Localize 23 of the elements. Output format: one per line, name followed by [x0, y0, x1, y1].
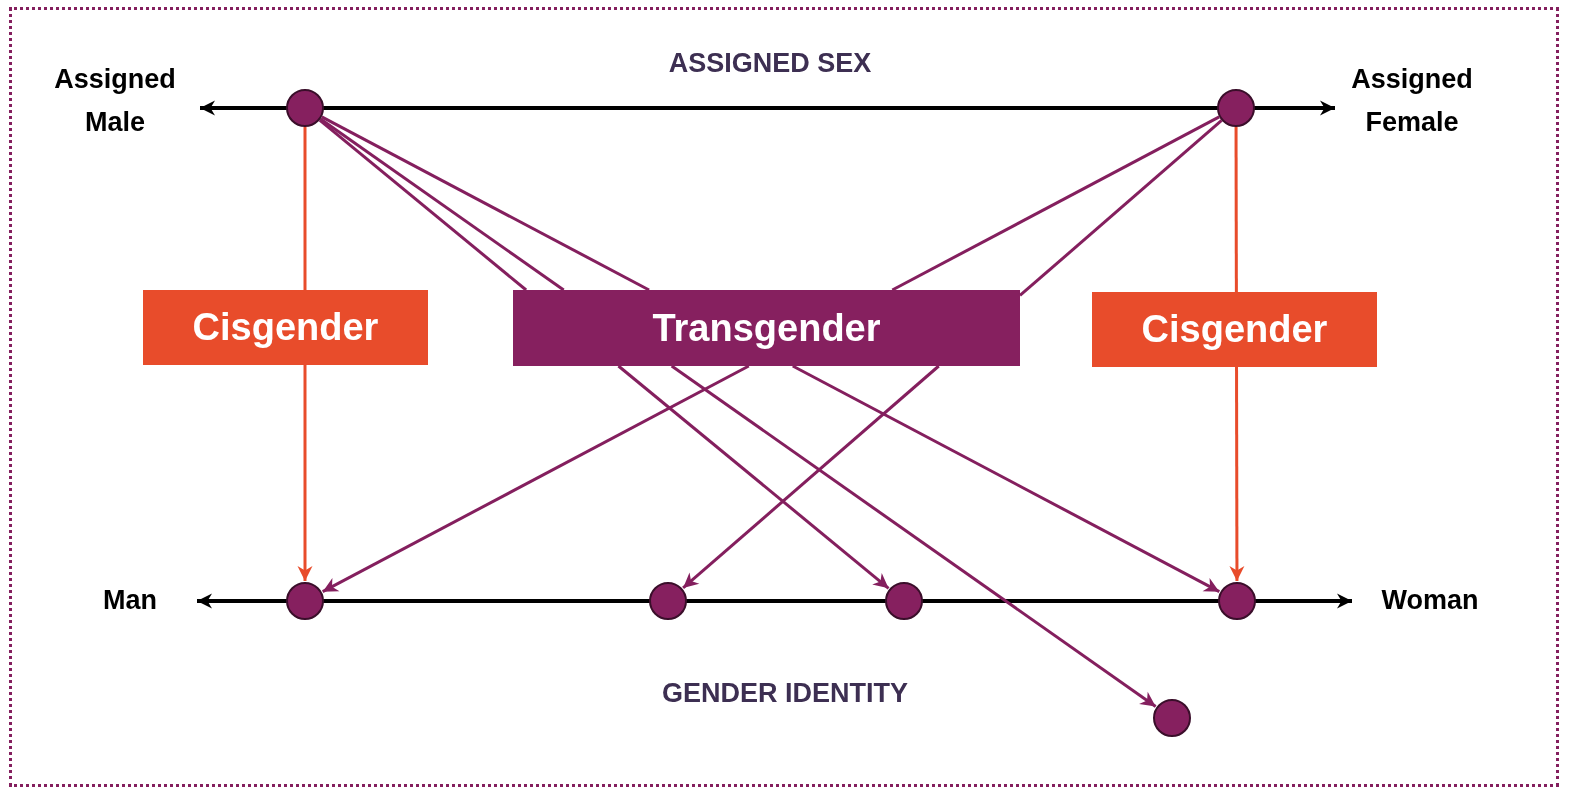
point-dot [286, 582, 324, 620]
axis-label: Assigned Male [53, 63, 177, 140]
point-dot [1153, 699, 1191, 737]
arrow [617, 364, 890, 590]
arrow [682, 364, 940, 590]
axis-label: Man [102, 584, 158, 617]
category-box: Cisgender [1092, 292, 1377, 367]
point-dot [1218, 582, 1256, 620]
axis-label: Woman [1380, 584, 1480, 617]
point-dot [1217, 89, 1255, 127]
arrow [792, 364, 1221, 593]
axis-label: Assigned Female [1350, 63, 1474, 140]
point-dot [649, 582, 687, 620]
category-box: Transgender [513, 290, 1020, 366]
arrow [297, 365, 313, 581]
arrow [1229, 367, 1245, 581]
arrow [670, 364, 1157, 708]
category-box: Cisgender [143, 290, 428, 365]
point-dot [885, 582, 923, 620]
point-dot [286, 89, 324, 127]
axis-title: ASSIGNED SEX [667, 47, 873, 80]
axis-title: GENDER IDENTITY [661, 677, 909, 710]
arrow [321, 364, 750, 593]
